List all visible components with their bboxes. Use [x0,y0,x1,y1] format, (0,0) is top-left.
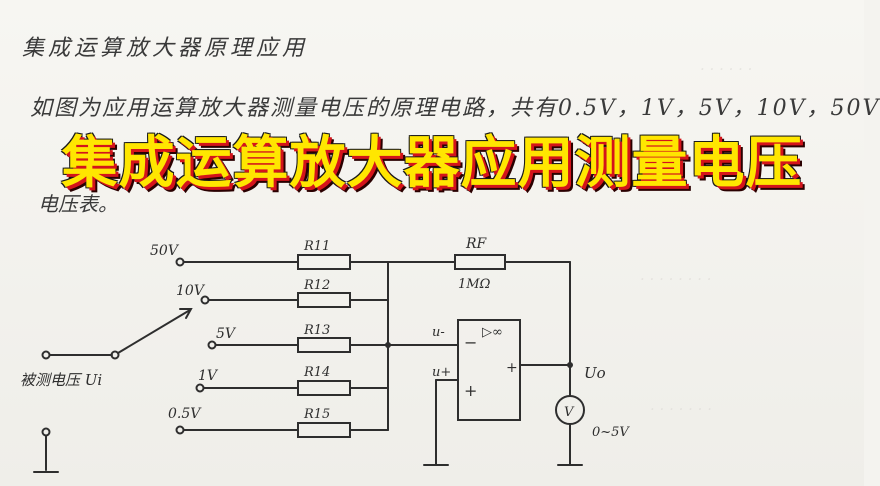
plus-sign: + [464,381,477,400]
resistor-label: R12 [303,278,330,293]
junction-dot [567,362,573,368]
tap-terminal-50v [175,257,185,267]
resistor-r13 [297,337,351,353]
ghost-writing: · · · · · · · [650,400,712,418]
input-terminal [41,350,51,360]
video-title-banner: 集成运算放大器应用测量电压 [61,131,803,196]
handwritten-problem-tail: 电压表。 [38,192,118,216]
output-plus-sign: + [506,360,518,376]
feedback-value: 1MΩ [458,277,491,292]
opamp-symbol: ▷∞ [482,325,503,340]
resistor-label: R13 [303,323,330,338]
feedback-resistor-rf [454,254,506,270]
resistor-label: R11 [303,239,330,254]
resistor-label: R15 [303,407,330,422]
meter-symbol: V [564,405,575,420]
resistor-r11 [297,254,351,270]
tap-terminal-1v [195,383,205,393]
input-label: 被测电压 Ui [20,371,102,389]
feedback-label: RF [465,236,488,252]
output-label: Uo [584,364,606,382]
ghost-writing: · · · · · · [700,60,753,78]
ground-terminal [41,427,51,437]
switch-pivot [110,350,120,360]
opamp-box [457,319,521,421]
tap-terminal-5v [207,340,217,350]
meter-range: 0~5V [592,425,630,440]
resistor-r15 [297,422,351,438]
tap-label: 1V [198,368,219,384]
resistor-label: R14 [303,365,330,380]
tap-label: 10V [176,283,206,299]
ghost-writing: · · · · · · · · [640,270,712,288]
tap-label: 50V [150,243,180,259]
junction-dot [385,342,391,348]
handwritten-problem-line: 如图为应用运算放大器测量电压的原理电路，共有0.5V，1V，5V，10V，50V [30,96,880,121]
handwritten-header: 集成运算放大器原理应用 [22,36,309,61]
resistor-r12 [297,292,351,308]
resistor-r14 [297,380,351,396]
noninverting-input-label: u+ [432,365,451,380]
tap-label: 5V [216,326,237,342]
tap-label: 0.5V [168,406,202,422]
minus-sign: − [464,333,477,352]
tap-terminal-0-5v [175,425,185,435]
inverting-input-label: u- [432,325,445,340]
